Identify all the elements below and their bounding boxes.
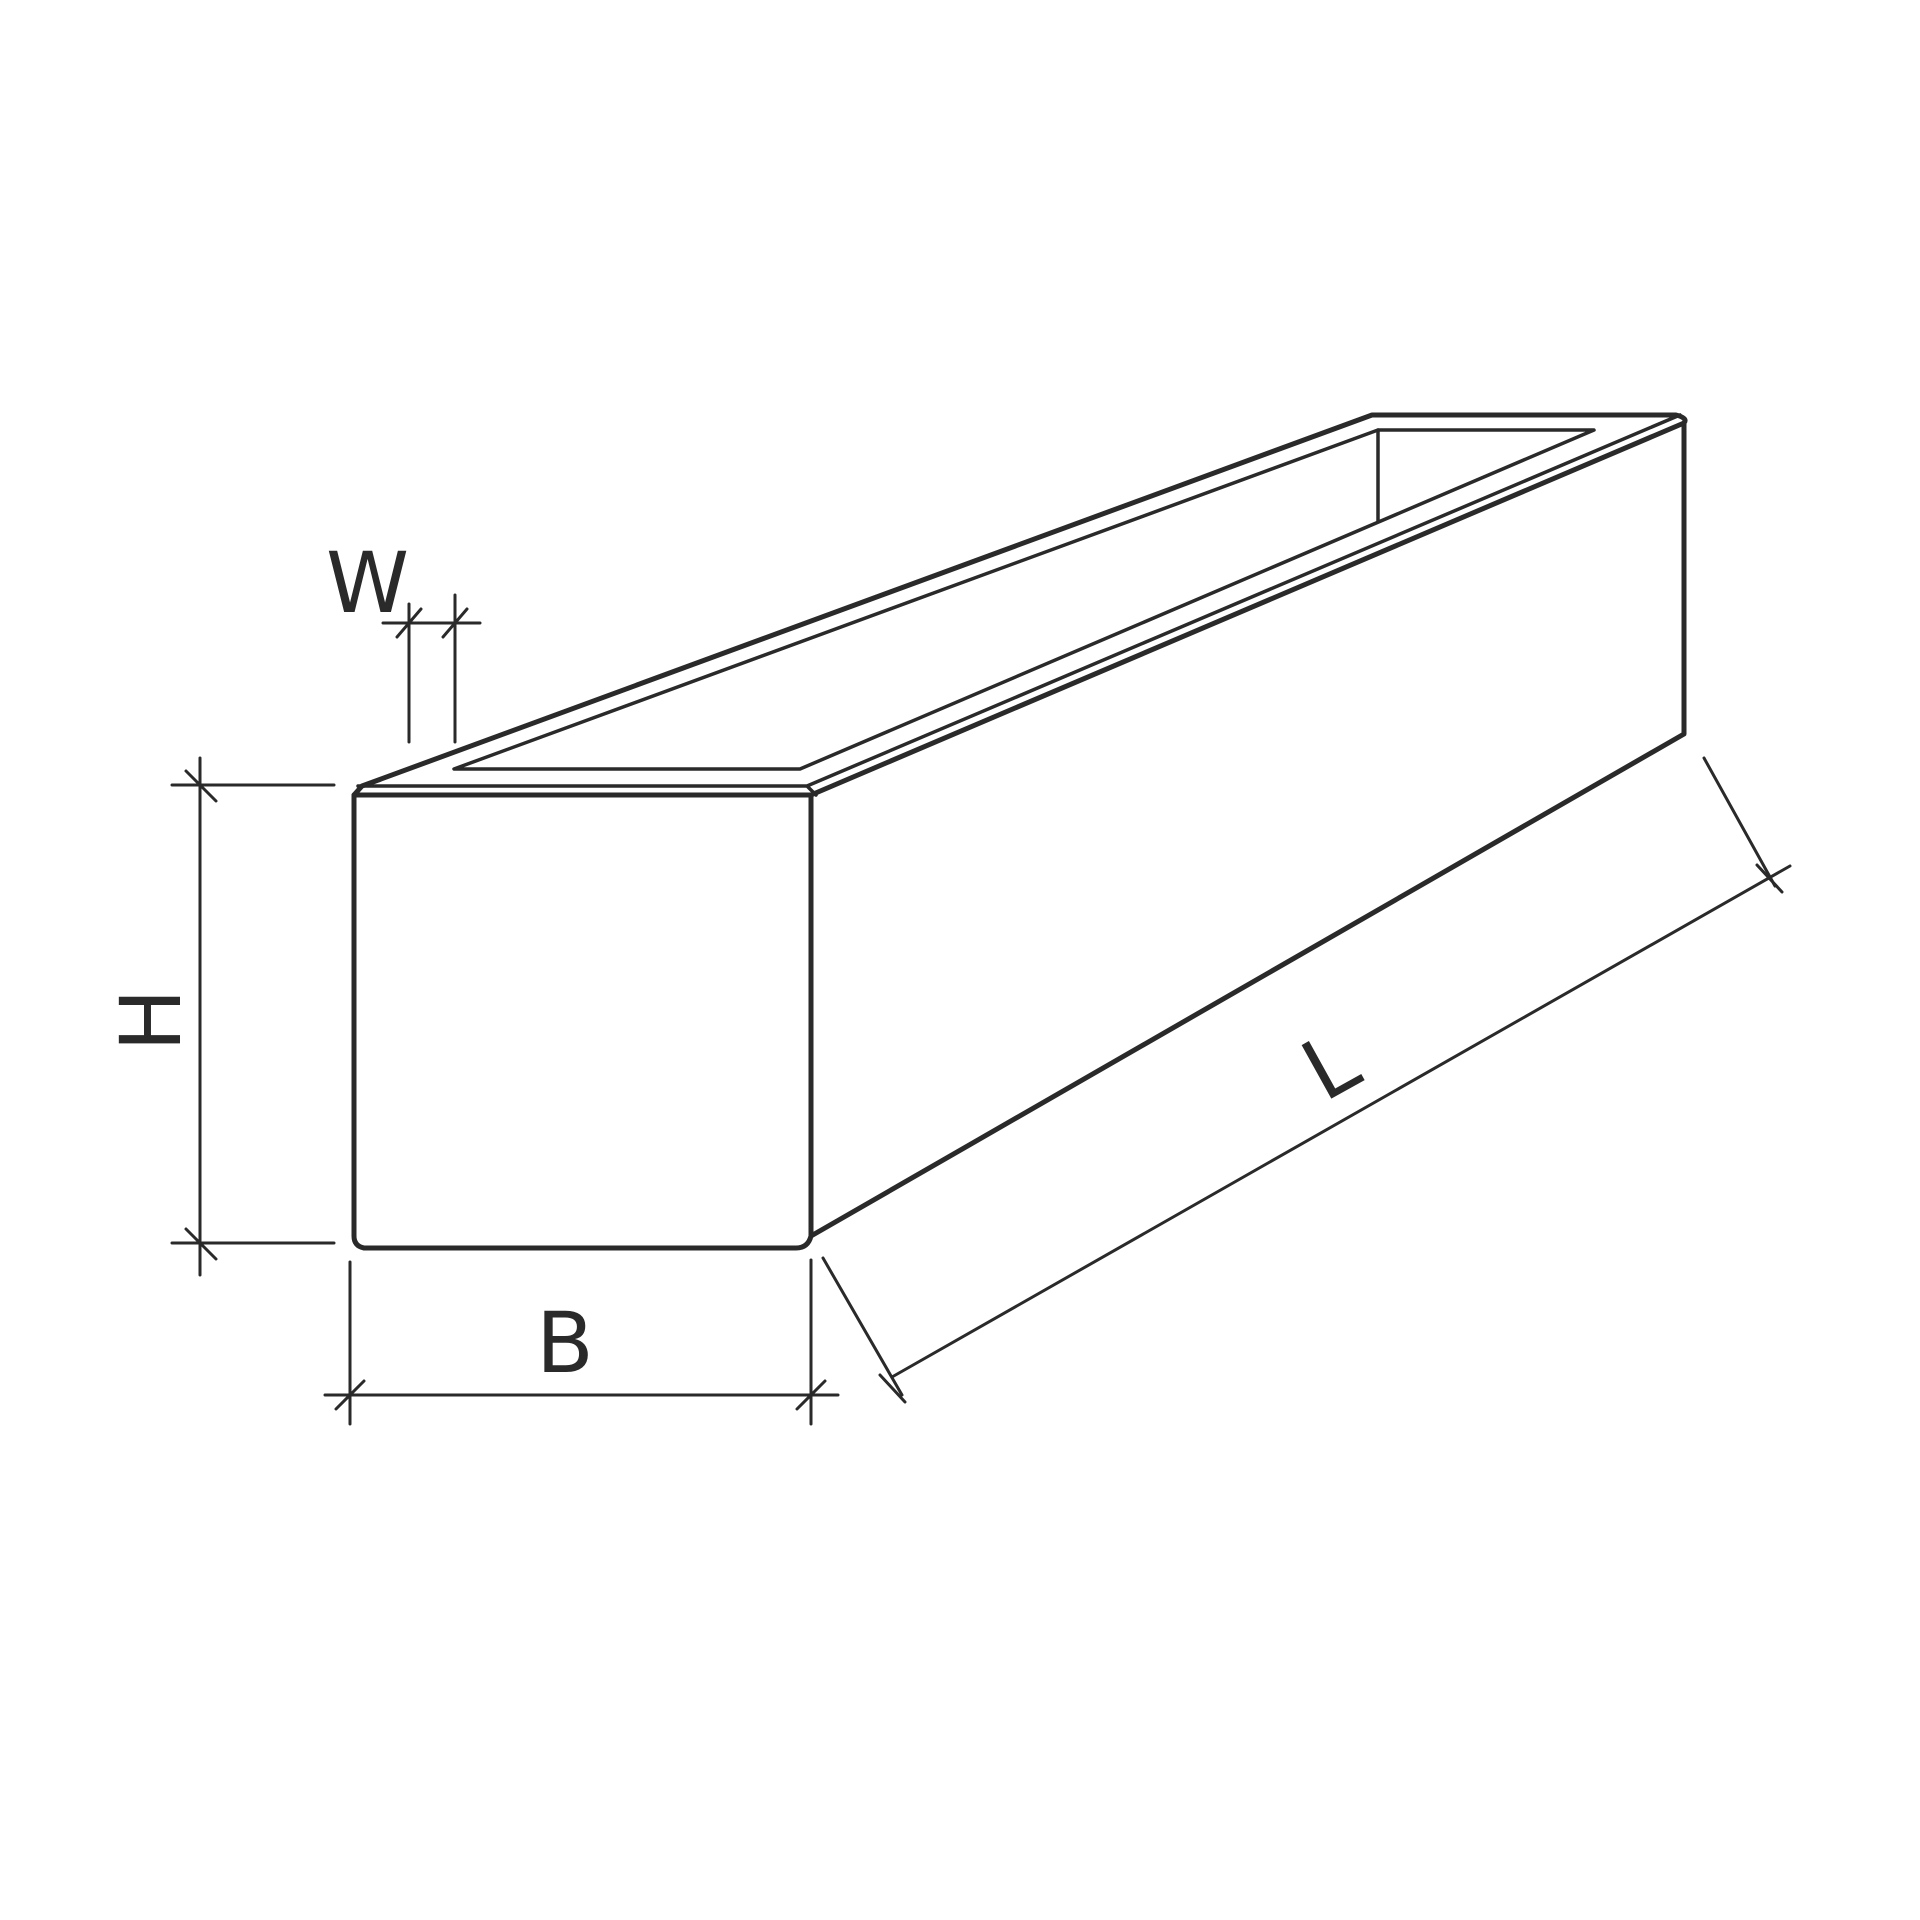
dimension-w-label: W [326, 534, 409, 632]
dimension-h-label: H [102, 988, 200, 1051]
top-rim-lip [356, 413, 1682, 797]
side-face [808, 420, 1687, 1239]
inner-opening [452, 428, 1596, 771]
planter-box [351, 412, 1688, 1251]
front-face [351, 792, 814, 1251]
top-rim-outer [351, 412, 1688, 798]
dimension-b: B [323, 1258, 840, 1426]
dimension-w: W [326, 534, 482, 744]
dimension-l-label: L [1286, 1012, 1375, 1120]
dimension-b-label: B [536, 1294, 594, 1392]
dimension-l: L [821, 756, 1792, 1404]
dimension-h: H [102, 756, 336, 1277]
